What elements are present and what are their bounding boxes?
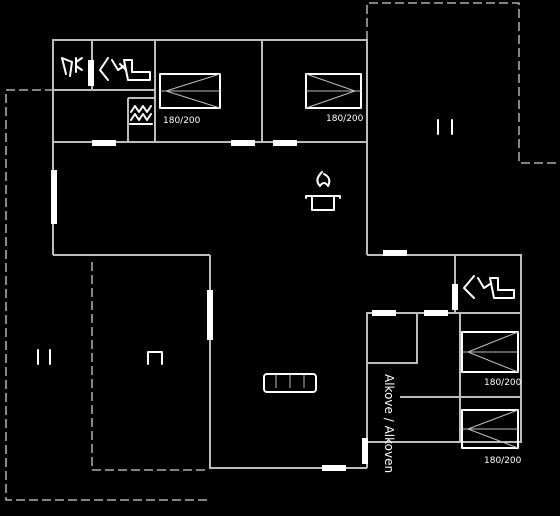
bed-icon xyxy=(461,409,519,449)
bed-top-right: 180/200 xyxy=(305,73,364,124)
outdoor-outlines xyxy=(5,2,556,501)
door-alcove xyxy=(362,438,368,464)
left-terrace-outline xyxy=(5,89,208,501)
door-left-window xyxy=(51,170,57,224)
window-icon xyxy=(437,119,453,135)
bed-size-label: 180/200 xyxy=(326,114,364,124)
window-icon xyxy=(37,349,51,365)
window-icon xyxy=(147,351,163,365)
window-marks xyxy=(37,119,453,365)
bath-fixtures-right xyxy=(463,275,515,299)
top-right-terrace-outline xyxy=(366,2,556,164)
kitchen-stove-icon xyxy=(129,105,153,125)
door-right-bedrooms xyxy=(424,310,448,316)
sofa-icon xyxy=(263,373,317,393)
bath-fixtures-top xyxy=(61,57,153,125)
bed-size-label: 180/200 xyxy=(484,378,522,388)
wash-basin-icon xyxy=(463,275,491,299)
outer-wall-right-wing xyxy=(367,254,522,443)
bed-size-label: 180/200 xyxy=(163,116,201,126)
door-right-wing-top xyxy=(383,250,407,256)
wash-basin-icon xyxy=(99,57,125,81)
fireplace-icon xyxy=(305,171,341,211)
toilet-icon xyxy=(119,59,151,81)
door-right-bath xyxy=(452,284,458,310)
cupboard-box xyxy=(366,312,418,364)
walls xyxy=(52,39,522,469)
wall-living-left xyxy=(209,255,367,469)
outer-wall-top-block xyxy=(52,39,368,255)
bed-right-lower: 180/200 xyxy=(461,409,522,466)
door-top-room-mid xyxy=(231,140,255,146)
door-cupboard-top xyxy=(372,310,396,316)
shower-icon xyxy=(61,57,83,77)
doors xyxy=(51,60,458,471)
alcove-label: Alkove / Alkoven xyxy=(382,374,396,473)
toilet-icon xyxy=(489,277,515,299)
bed-icon xyxy=(461,331,519,373)
bed-right-upper: 180/200 xyxy=(461,331,522,388)
bed-size-label: 180/200 xyxy=(484,456,522,466)
door-bath-left xyxy=(88,60,94,86)
door-top-room-right xyxy=(273,140,297,146)
door-living-left xyxy=(207,290,213,340)
bed-top-left: 180/200 xyxy=(159,73,221,126)
bed-icon xyxy=(305,73,362,109)
door-main-entrance xyxy=(322,465,346,471)
door-top-room-left xyxy=(92,140,116,146)
bed-icon xyxy=(159,73,221,109)
